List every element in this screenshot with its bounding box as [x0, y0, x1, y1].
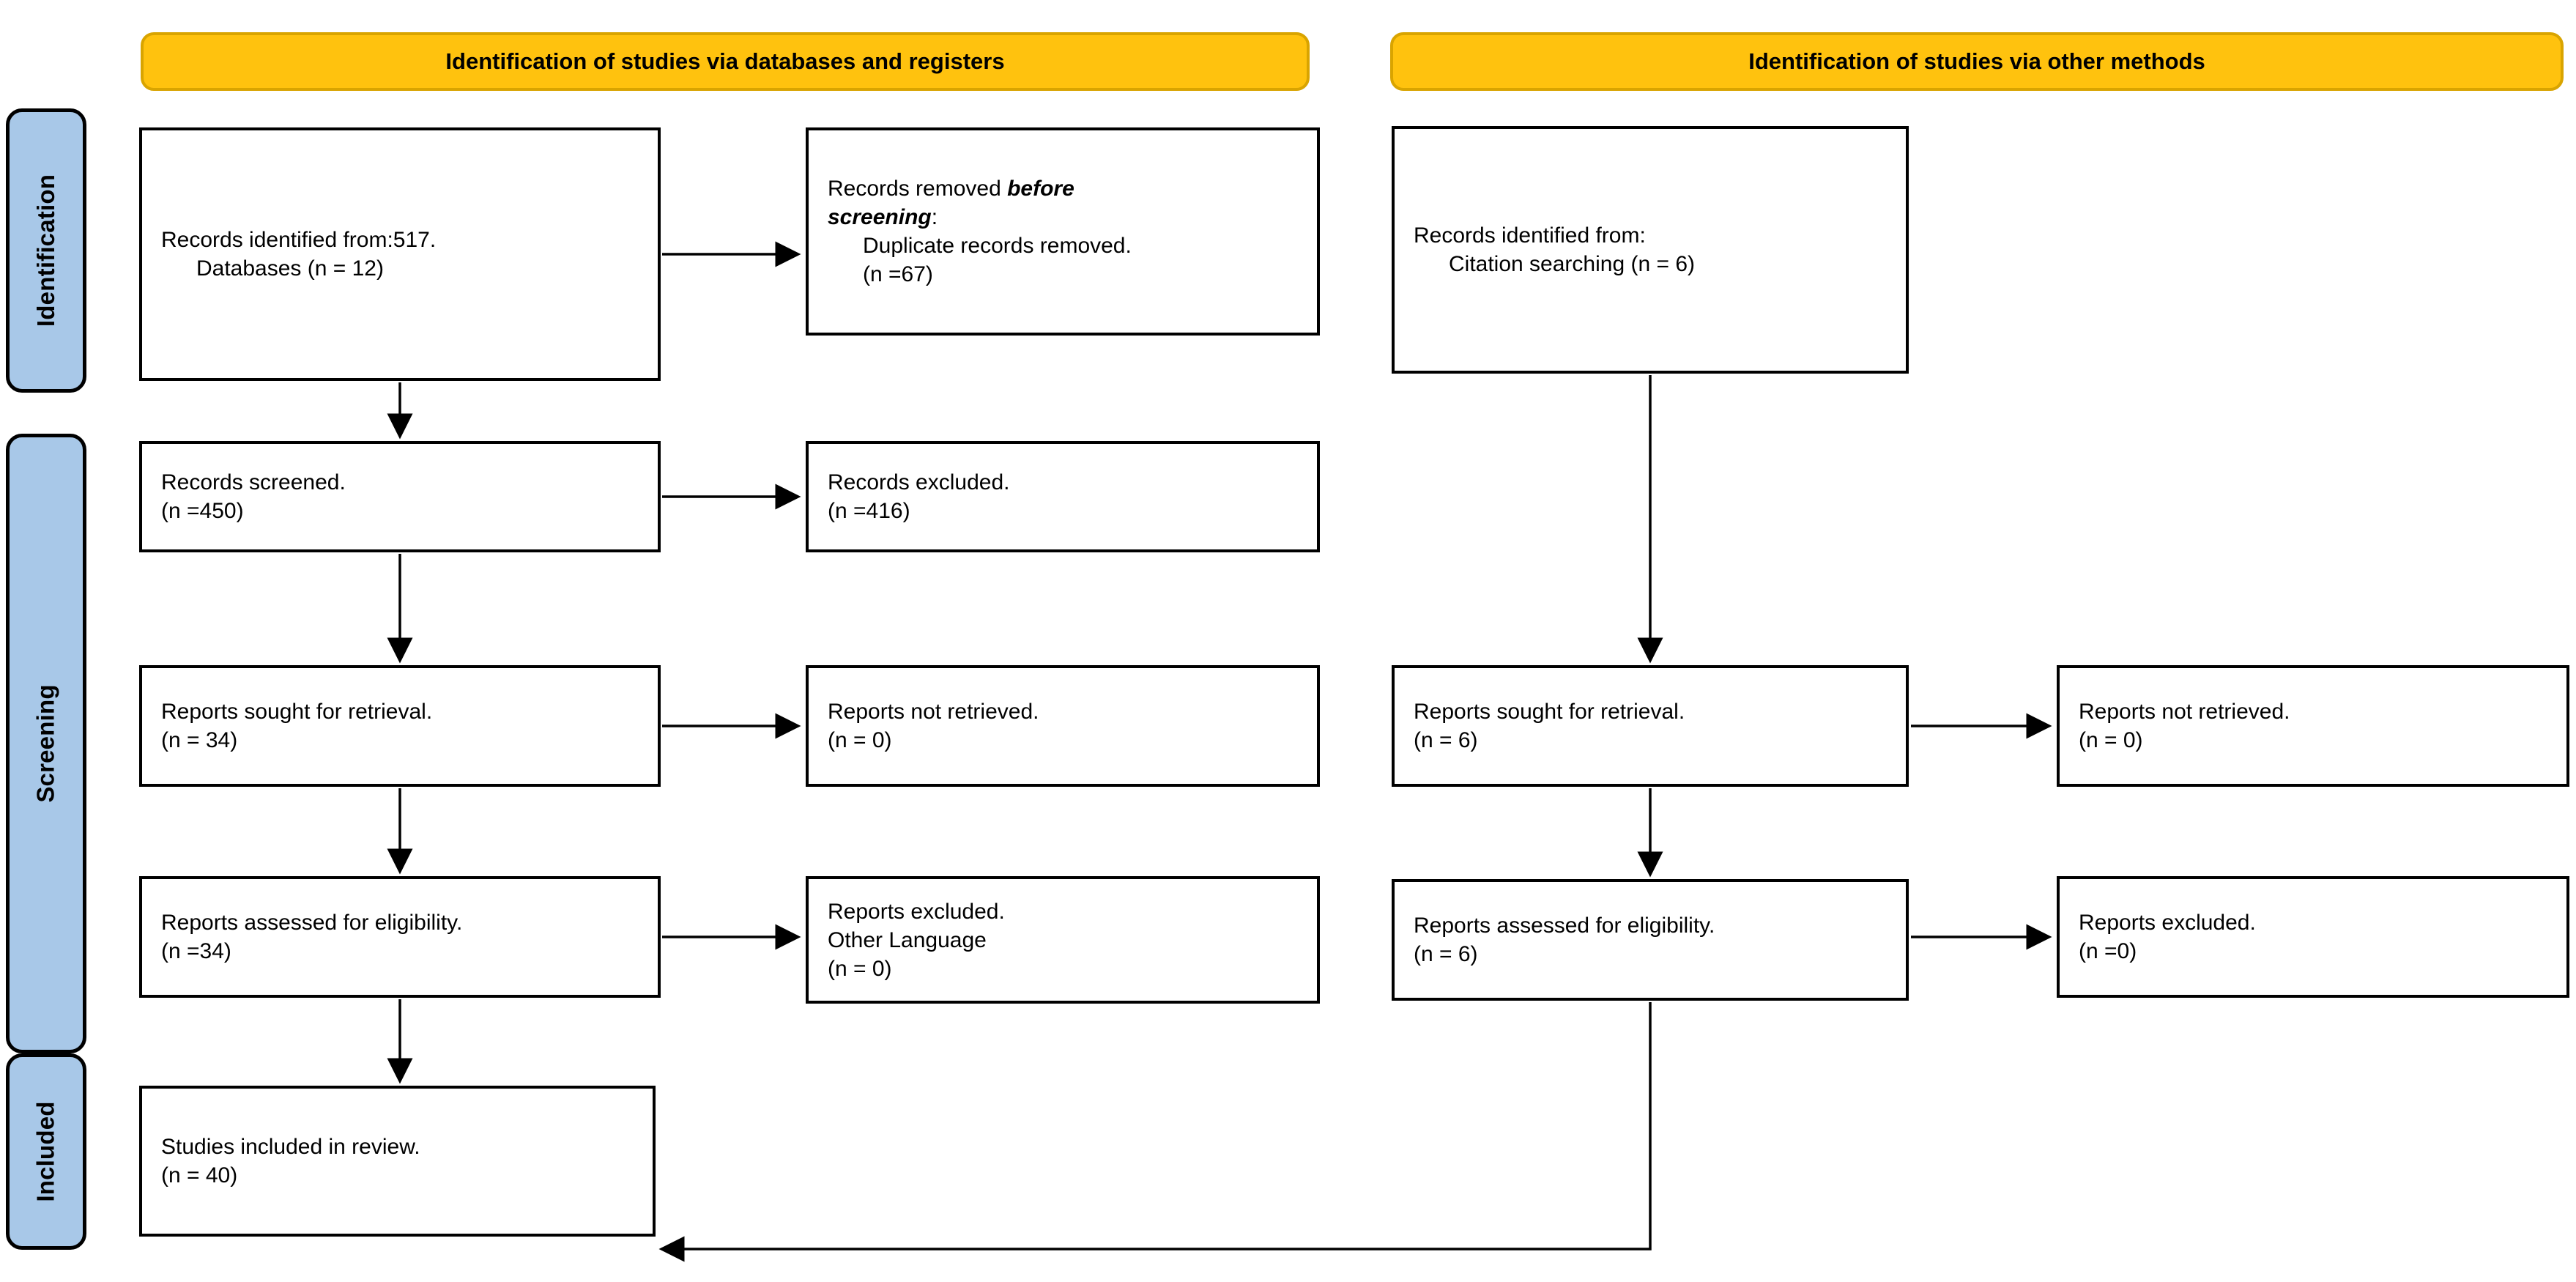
box-line: Other Language	[828, 927, 987, 952]
box-reports-excluded-other: Reports excluded. (n =0)	[2057, 876, 2569, 998]
box-line: (n = 6)	[1414, 728, 1478, 752]
box-records-screened: Records screened. (n =450)	[139, 441, 661, 552]
banner-other-methods: Identification of studies via other meth…	[1390, 32, 2564, 91]
box-line: Reports sought for retrieval.	[161, 700, 433, 724]
box-reports-excluded-databases: Reports excluded. Other Language (n = 0)	[806, 876, 1320, 1004]
phase-label-identification: Identification	[6, 108, 86, 393]
box-line: Reports excluded.	[2079, 911, 2256, 935]
box-line: Records excluded.	[828, 470, 1010, 494]
phase-label-screening-text: Screening	[32, 684, 60, 803]
box-reports-not-retrieved-other: Reports not retrieved. (n = 0)	[2057, 665, 2569, 787]
banner-databases-and-registers: Identification of studies via databases …	[141, 32, 1310, 91]
box-reports-not-retrieved-databases: Reports not retrieved. (n = 0)	[806, 665, 1320, 787]
box-line: screening:	[828, 205, 938, 229]
box-line: (n = 0)	[828, 956, 892, 981]
box-line: Citation searching (n = 6)	[1449, 252, 1696, 276]
box-line: Reports assessed for eligibility.	[1414, 914, 1715, 938]
box-line: (n =34)	[161, 939, 231, 963]
box-line: Reports not retrieved.	[828, 700, 1039, 724]
box-records-identified-databases: Records identified from:517. Databases (…	[139, 127, 661, 381]
box-line: Databases (n = 12)	[196, 256, 384, 281]
phase-label-included: Included	[6, 1053, 86, 1250]
box-line: Reports sought for retrieval.	[1414, 700, 1685, 724]
banner-databases-label: Identification of studies via databases …	[445, 48, 1005, 74]
box-line: (n = 34)	[161, 728, 238, 752]
emphasis-screening: screening	[828, 205, 932, 229]
box-records-identified-other: Records identified from: Citation search…	[1392, 126, 1909, 374]
box-reports-sought-databases: Reports sought for retrieval. (n = 34)	[139, 665, 661, 787]
box-line: (n = 0)	[2079, 728, 2143, 752]
box-line: (n = 6)	[1414, 942, 1478, 966]
box-reports-assessed-databases: Reports assessed for eligibility. (n =34…	[139, 876, 661, 998]
phase-label-identification-text: Identification	[32, 174, 60, 327]
connector-other-assessed-to-included	[658, 1002, 1652, 1262]
box-line: Records removed before	[828, 177, 1074, 201]
box-line: Reports excluded.	[828, 899, 1005, 924]
phase-label-screening: Screening	[6, 434, 86, 1053]
box-line: Duplicate records removed.	[863, 234, 1132, 258]
box-records-excluded: Records excluded. (n =416)	[806, 441, 1320, 552]
box-reports-assessed-other: Reports assessed for eligibility. (n = 6…	[1392, 879, 1909, 1001]
box-records-removed-before-screening: Records removed before screening: Duplic…	[806, 127, 1320, 336]
box-line: Records identified from:517.	[161, 228, 437, 252]
emphasis-before: before	[1007, 177, 1074, 201]
banner-other-label: Identification of studies via other meth…	[1748, 48, 2205, 74]
box-line: (n =450)	[161, 499, 244, 523]
box-reports-sought-other: Reports sought for retrieval. (n = 6)	[1392, 665, 1909, 787]
box-studies-included: Studies included in review. (n = 40)	[139, 1086, 656, 1237]
box-line: (n =416)	[828, 499, 910, 523]
box-line: (n =0)	[2079, 939, 2137, 963]
box-line: Records screened.	[161, 470, 346, 494]
box-line: (n = 0)	[828, 728, 892, 752]
box-line: Records identified from:	[1414, 223, 1646, 248]
box-line: Studies included in review.	[161, 1135, 420, 1159]
box-line: Reports not retrieved.	[2079, 700, 2290, 724]
box-line: (n = 40)	[161, 1163, 238, 1187]
box-line: Reports assessed for eligibility.	[161, 911, 463, 935]
box-line: (n =67)	[863, 262, 933, 286]
phase-label-included-text: Included	[32, 1101, 59, 1202]
